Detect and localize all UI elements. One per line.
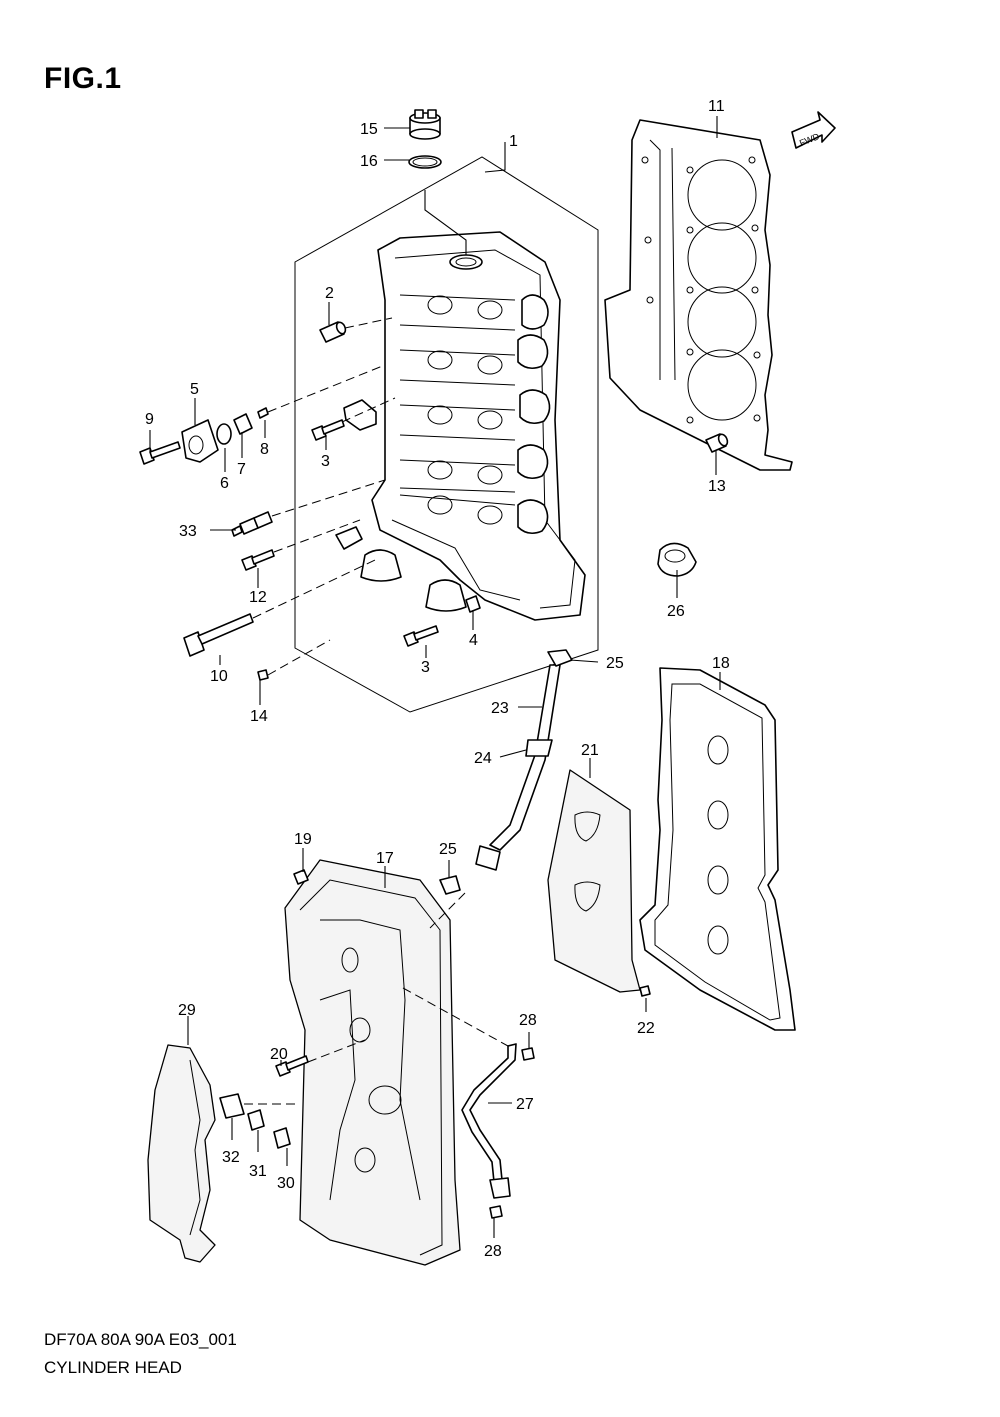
callout-18: 18 [712,655,730,672]
callout-23: 23 [491,700,509,717]
leader-lines [149,116,721,1238]
cam-cover-gasket [639,667,796,1031]
callout-10: 10 [210,668,228,685]
callout-6: 6 [220,475,229,492]
callout-32: 32 [222,1149,240,1166]
screw-22 [639,985,651,997]
cam-cover [284,859,461,1266]
callout-1: 1 [509,133,518,150]
callout-3-lower: 3 [421,659,430,676]
hose-clip-25-upper [547,649,573,667]
callout-5: 5 [190,381,199,398]
callout-15: 15 [360,121,378,138]
callout-19: 19 [294,831,312,848]
dowel-pin-13 [705,433,729,453]
plug-14 [257,669,269,681]
callout-28-upper: 28 [519,1012,537,1029]
callout-13: 13 [708,478,726,495]
hose-clip-25-lower [439,875,461,895]
callout-14: 14 [250,708,268,725]
sleeve-7 [233,413,253,435]
model-code: DF70A 80A 90A E03_001 [44,1330,237,1349]
callout-25-lower: 25 [439,841,457,858]
bolt-19 [293,869,309,885]
callout-2: 2 [325,285,334,302]
callout-11: 11 [708,98,725,115]
figure-title: FIG.1 [44,62,122,95]
cover-5 [181,419,219,463]
callout-31: 31 [249,1163,267,1180]
gasket-6 [216,423,232,445]
bolt-28-upper [521,1047,535,1061]
filler-cap-o-ring [408,155,442,169]
callout-27: 27 [516,1096,534,1113]
callout-25-upper: 25 [606,655,624,672]
fwd-direction-marker: FWD [791,111,836,149]
side-cover-29 [147,1044,216,1263]
breather-pipe-27 [461,1043,517,1199]
oil-filler-cap [409,109,441,140]
bolt-10 [183,613,254,657]
callout-20: 20 [270,1046,288,1063]
callout-numbers: 1 2 3 3 4 5 6 7 8 9 10 11 12 13 14 15 16… [145,98,730,1260]
cam-cap-3-upper [343,399,377,431]
dowel-pin-2 [319,321,347,343]
callout-21: 21 [581,742,599,759]
bolt-30 [273,1127,291,1149]
plate-21 [547,769,641,993]
callout-22: 22 [637,1020,655,1037]
cylinder-head-assembly [294,156,599,713]
grommet-32 [219,1093,245,1119]
callout-29: 29 [178,1002,196,1019]
callout-3-upper: 3 [321,453,330,470]
pin-4 [465,595,481,613]
bolt-8 [257,407,269,419]
bolt-3-upper [311,419,345,441]
bolt-20 [275,1055,309,1077]
bolt-12 [241,549,275,571]
callout-28-lower: 28 [484,1243,502,1260]
alignment-lines [244,317,509,1105]
callout-16: 16 [360,153,378,170]
collar-31 [247,1109,265,1131]
callout-24: 24 [474,750,492,767]
callout-8: 8 [260,441,269,458]
figure-name: CYLINDER HEAD [44,1358,182,1377]
bolt-28-lower [489,1205,503,1219]
bolt-3-lower [403,625,439,647]
callout-7: 7 [237,461,246,478]
callout-30: 30 [277,1175,295,1192]
callout-9: 9 [145,411,154,428]
sensor-33 [231,511,273,537]
oil-seal-26 [657,542,697,577]
breather-hose [475,664,561,871]
callout-26: 26 [667,603,685,620]
callout-12: 12 [249,589,267,606]
cylinder-head-gasket [604,119,793,471]
callout-4: 4 [469,632,478,649]
bolt-9 [139,441,181,465]
callout-17: 17 [376,850,394,867]
callout-33: 33 [179,523,197,540]
